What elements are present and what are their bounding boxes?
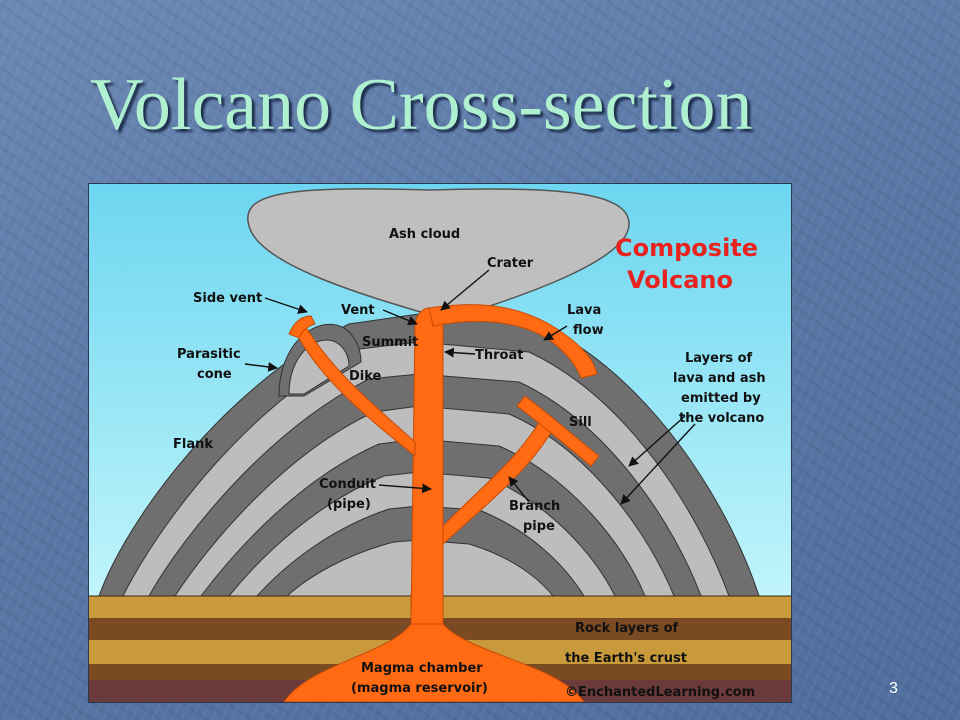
label-rock-layers-1: Rock layers of [575,621,679,636]
page-number: 3 [889,680,898,697]
label-magma-chamber-1: Magma chamber [361,661,483,676]
volcano-svg: Composite Volcano Ash cloud Crater Side … [89,184,791,702]
label-layers-1: Layers of [685,351,753,366]
label-branch-pipe-2: pipe [523,519,555,534]
heading-volcano: Volcano [627,266,733,294]
label-rock-layers-2: the Earth's crust [565,651,687,666]
label-conduit-2: (pipe) [327,497,371,512]
label-vent: Vent [341,303,375,318]
ash-cloud [247,188,630,317]
label-magma-chamber-2: (magma reservoir) [351,681,488,696]
label-lava-flow-1: Lava [567,303,601,318]
label-layers-2: lava and ash [673,371,766,386]
copyright-text: ©EnchantedLearning.com [565,685,755,700]
sill [516,395,600,467]
label-parasitic-cone-1: Parasitic [177,347,241,362]
pointer-arrows [244,269,696,505]
arrow-side-vent [264,297,308,314]
main-conduit [410,307,444,625]
magma-system [283,304,600,702]
arrow-layers-2 [620,423,696,505]
label-sill: Sill [569,415,592,430]
arrow-throat [444,347,476,358]
arrow-conduit [378,483,432,494]
label-dike: Dike [349,369,382,384]
side-vent-top [288,315,316,339]
arrow-crater [440,269,490,311]
label-side-vent: Side vent [193,291,262,306]
lava-flow [428,304,598,379]
heading-composite: Composite [615,234,758,262]
label-ash-cloud: Ash cloud [389,227,460,242]
arrow-lava-flow [543,325,568,341]
volcano-diagram: Composite Volcano Ash cloud Crater Side … [88,183,792,703]
label-throat: Throat [475,348,523,363]
arrow-branch-pipe [508,476,530,503]
label-parasitic-cone-2: cone [197,367,232,382]
label-branch-pipe-1: Branch [509,499,560,514]
arrow-layers-1 [628,415,686,467]
label-crater: Crater [487,256,534,271]
arrow-vent [382,309,418,326]
diagram-labels: Composite Volcano Ash cloud Crater Side … [173,227,766,700]
label-conduit-1: Conduit [319,477,376,492]
slide-title: Volcano Cross-section [90,64,753,146]
arrow-parasitic-cone [244,362,278,372]
label-layers-4: the volcano [679,411,764,426]
label-lava-flow-2: flow [573,323,604,338]
label-layers-3: emitted by [681,391,761,406]
label-summit: Summit [362,335,418,350]
label-flank: Flank [173,437,213,452]
